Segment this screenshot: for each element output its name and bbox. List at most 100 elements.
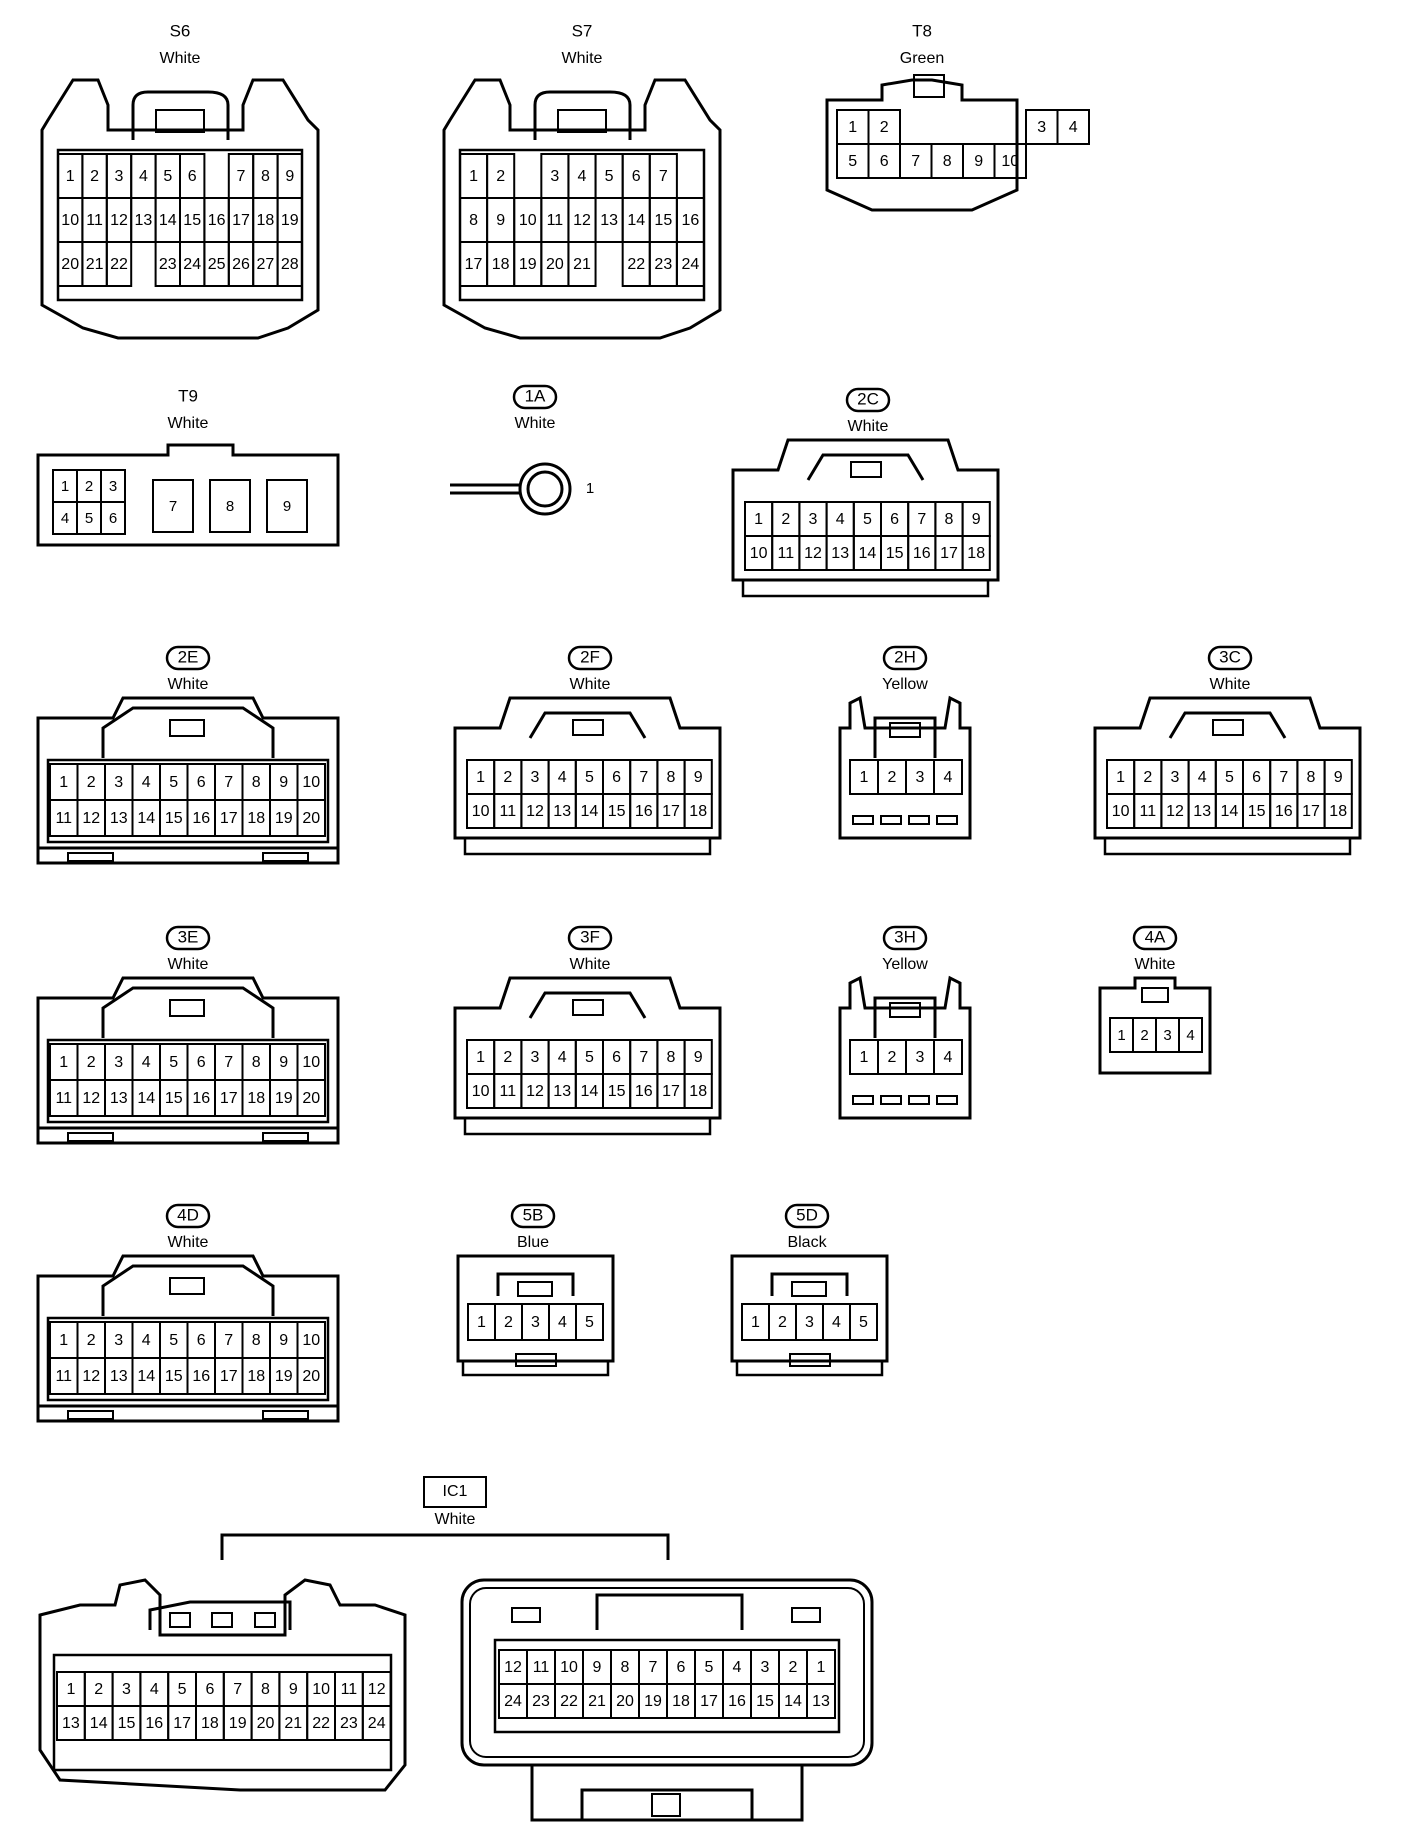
housing-outline bbox=[825, 78, 1019, 212]
pin-number: 2 bbox=[504, 1314, 513, 1331]
housing-part bbox=[651, 1793, 681, 1817]
pin-number: 28 bbox=[281, 256, 299, 273]
pin-number: 19 bbox=[275, 1090, 293, 1107]
latch-hood bbox=[770, 1272, 849, 1296]
pin-number: 25 bbox=[208, 256, 226, 273]
pin-number: 6 bbox=[890, 511, 899, 528]
housing-part bbox=[889, 722, 921, 738]
pin-number: 10 bbox=[560, 1659, 578, 1676]
pin-number: 9 bbox=[279, 1054, 288, 1071]
pin-number: 12 bbox=[82, 1090, 100, 1107]
connector-color: Blue bbox=[517, 1234, 549, 1251]
pin-number: 1 bbox=[1116, 769, 1125, 786]
housing-part bbox=[211, 1612, 233, 1628]
housing-part bbox=[908, 815, 930, 825]
pin-number: 19 bbox=[519, 256, 537, 273]
housing-part bbox=[791, 1281, 827, 1297]
pin-number: 23 bbox=[654, 256, 672, 273]
pin-number: 18 bbox=[257, 212, 275, 229]
housing-part bbox=[169, 999, 205, 1017]
pin-number: 24 bbox=[183, 256, 201, 273]
pin-cavity bbox=[1056, 109, 1090, 145]
connector-color: White bbox=[515, 415, 556, 432]
pin-number: 3 bbox=[1037, 119, 1046, 136]
pin-number: 1 bbox=[586, 480, 594, 497]
connector-color: White bbox=[1210, 676, 1251, 693]
connector-code: IC1 bbox=[443, 1483, 468, 1500]
connector-code: 1A bbox=[525, 386, 546, 405]
pin-number: 12 bbox=[526, 1083, 544, 1100]
pin-number: 8 bbox=[252, 1054, 261, 1071]
housing-part bbox=[46, 758, 330, 844]
housing-part bbox=[1212, 719, 1244, 736]
latch-hood bbox=[528, 991, 647, 1019]
pin-number: 2 bbox=[789, 1659, 798, 1676]
housing-part bbox=[46, 1038, 330, 1124]
pin-number: 9 bbox=[694, 1049, 703, 1066]
pin-number: 16 bbox=[913, 545, 931, 562]
pin-cavity bbox=[296, 1357, 326, 1395]
pin-number: 1 bbox=[1117, 1027, 1125, 1044]
housing-inner bbox=[469, 1587, 865, 1758]
pin-number: 15 bbox=[654, 212, 672, 229]
pin-number: 4 bbox=[1186, 1027, 1194, 1044]
pin-number: 4 bbox=[558, 1314, 567, 1331]
pin-number: 9 bbox=[279, 1332, 288, 1349]
pin-number: 3 bbox=[122, 1681, 131, 1698]
pin-cavity bbox=[993, 143, 1027, 179]
connector-code: S7 bbox=[572, 21, 593, 40]
latch-hood bbox=[1168, 711, 1287, 739]
pin-number: 4 bbox=[142, 1054, 151, 1071]
pin-number: 12 bbox=[1166, 803, 1184, 820]
pin-number: 16 bbox=[635, 1083, 653, 1100]
pin-number: 12 bbox=[504, 1659, 522, 1676]
housing-outline bbox=[838, 975, 972, 1120]
connector-code: 3H bbox=[894, 927, 916, 946]
pin-number: 17 bbox=[940, 545, 958, 562]
pin-number: 8 bbox=[261, 168, 270, 185]
pin-number: 6 bbox=[632, 168, 641, 185]
pin-number: 3 bbox=[531, 1049, 540, 1066]
wire bbox=[450, 483, 520, 495]
connector-code: 3C bbox=[1219, 647, 1241, 666]
pin-number: 3 bbox=[809, 511, 818, 528]
pin-number: 16 bbox=[682, 212, 700, 229]
pin-number: 6 bbox=[205, 1681, 214, 1698]
pin-number: 10 bbox=[302, 1332, 320, 1349]
housing-part bbox=[155, 109, 205, 133]
housing-part bbox=[517, 1281, 553, 1297]
connector-color: White bbox=[168, 415, 209, 432]
pin-number: 5 bbox=[169, 1332, 178, 1349]
connector-code-badge bbox=[1132, 925, 1178, 951]
pin-number: 23 bbox=[340, 1715, 358, 1732]
pin-number: 8 bbox=[667, 769, 676, 786]
pin-number: 4 bbox=[142, 774, 151, 791]
pin-cavity bbox=[361, 1705, 392, 1741]
housing-outline bbox=[460, 1578, 874, 1767]
connector-code-badge bbox=[1207, 645, 1253, 671]
connector-code: S6 bbox=[170, 21, 191, 40]
pin-number: 11 bbox=[86, 212, 103, 229]
pin-number: 7 bbox=[659, 168, 668, 185]
pin-number: 5 bbox=[585, 1314, 594, 1331]
housing-part bbox=[850, 461, 882, 478]
pin-number: 4 bbox=[142, 1332, 151, 1349]
connector-code-badge bbox=[567, 925, 613, 951]
pin-number: 3 bbox=[531, 1314, 540, 1331]
connector-color: White bbox=[562, 50, 603, 67]
pin-number: 1 bbox=[66, 1681, 75, 1698]
pin-number: 3 bbox=[1171, 769, 1180, 786]
housing-part bbox=[913, 74, 945, 98]
pin-number: 2 bbox=[1140, 1027, 1148, 1044]
pin-number: 16 bbox=[192, 1090, 210, 1107]
pin-number: 12 bbox=[368, 1681, 386, 1698]
pin-number: 15 bbox=[1248, 803, 1266, 820]
housing-part bbox=[791, 1607, 821, 1623]
housing-part bbox=[463, 1116, 712, 1136]
pin-number: 6 bbox=[677, 1659, 686, 1676]
pin-number: 8 bbox=[252, 774, 261, 791]
latch-hood bbox=[148, 1600, 292, 1630]
